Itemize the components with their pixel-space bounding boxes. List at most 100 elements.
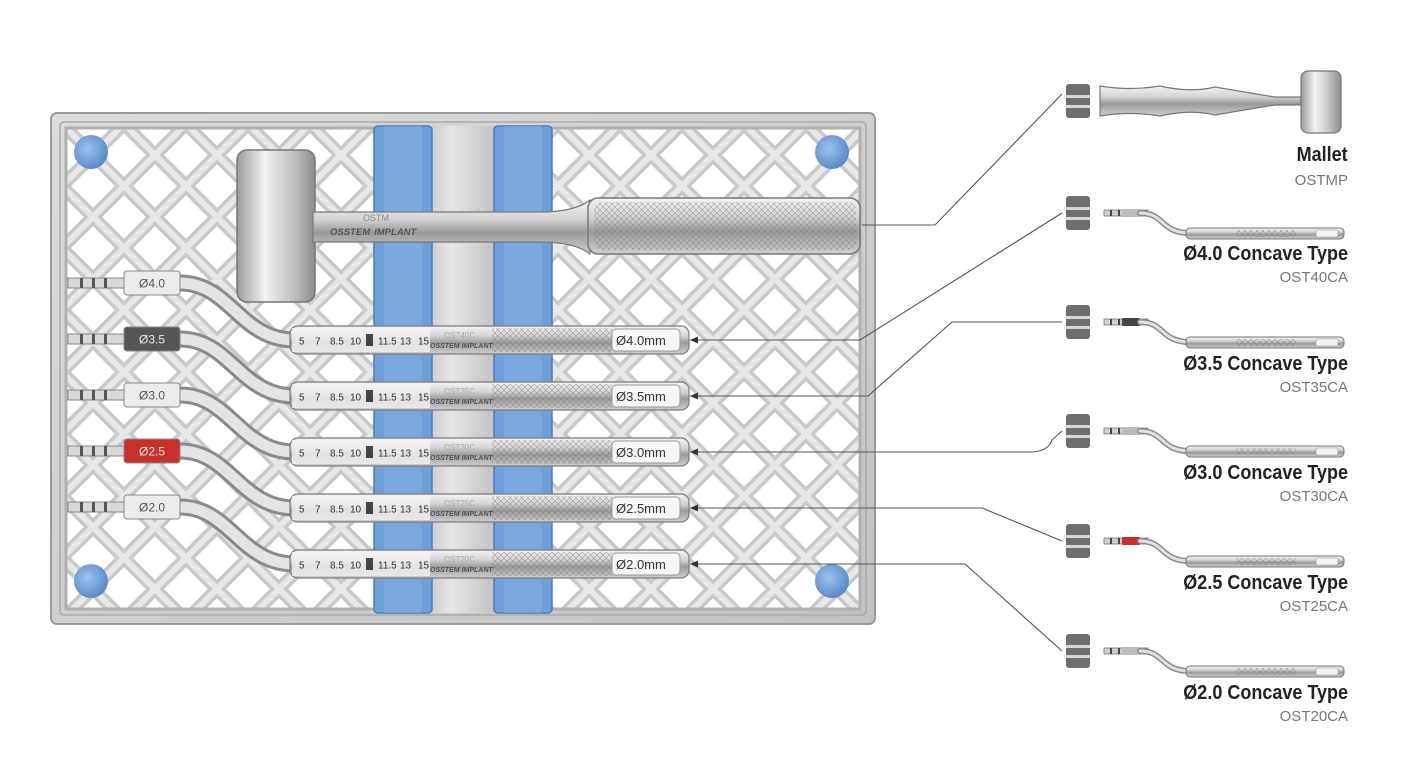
leader-line	[862, 93, 1063, 226]
leader-marker	[1066, 84, 1090, 118]
depth-mark: 13	[400, 449, 412, 460]
osteotome-icon	[1066, 196, 1345, 240]
leader-marker	[1066, 524, 1090, 558]
osteotome-icon	[1066, 305, 1345, 349]
depth-mark: 8.5	[330, 505, 344, 516]
depth-mark: 10	[350, 449, 362, 460]
legend-item-code: OST35CA	[1279, 379, 1348, 396]
leader-arrow	[690, 504, 698, 512]
tip-size-label: Ø2.0	[139, 501, 165, 515]
depth-mark: 15	[418, 561, 430, 572]
tip-color-band	[1122, 318, 1140, 326]
osteotome-icon	[1066, 524, 1345, 568]
instrument-tray	[50, 112, 876, 625]
tool-code-text: OST30C	[444, 443, 475, 452]
tip-color-band	[123, 494, 181, 520]
leader-line	[690, 430, 1063, 453]
handle-size-label: Ø2.0mm	[616, 557, 666, 572]
osteotome-icon	[1066, 414, 1345, 458]
depth-mark: 5	[299, 449, 305, 460]
tool-code-text: OST40C	[444, 331, 475, 340]
depth-mark: 13	[400, 393, 412, 404]
depth-mark: 11.5	[378, 449, 397, 460]
tip-color-band	[1122, 537, 1140, 545]
depth-mark: 8.5	[330, 393, 344, 404]
leader-lines	[690, 93, 1063, 652]
legend-item-code: OSTMP	[1294, 172, 1348, 189]
depth-mark: 11.5	[378, 393, 397, 404]
depth-mark: 15	[418, 337, 430, 348]
legend-item-name: Mallet	[1296, 144, 1348, 166]
leader-arrow	[690, 336, 698, 344]
leader-marker	[1066, 196, 1090, 230]
depth-mark: 10	[350, 337, 362, 348]
depth-mark: 7	[315, 337, 321, 348]
depth-mark: 5	[299, 337, 305, 348]
depth-mark: 5	[299, 561, 305, 572]
handle-size-label: Ø3.5mm	[616, 389, 666, 404]
tip-color-band	[1122, 427, 1140, 435]
leader-arrow	[690, 448, 698, 456]
depth-mark: 11.5	[378, 505, 397, 516]
legend-item-name: Ø3.0 Concave Type	[1183, 462, 1348, 484]
legend-item-code: OST40CA	[1279, 269, 1348, 286]
tray-corner-dot	[815, 135, 849, 169]
legend-item-name: Ø3.5 Concave Type	[1183, 353, 1348, 375]
leader-marker	[1066, 634, 1090, 668]
depth-mark: 8.5	[330, 449, 344, 460]
tip-size-label: Ø3.5	[139, 333, 165, 347]
handle-size-label: Ø3.0mm	[616, 445, 666, 460]
legend-item-code: OST20CA	[1279, 708, 1348, 725]
depth-mark: 7	[315, 393, 321, 404]
legend-item-code: OST25CA	[1279, 598, 1348, 615]
depth-mark: 7	[315, 505, 321, 516]
tip-size-label: Ø4.0	[139, 277, 165, 291]
depth-mark: 11.5	[378, 561, 397, 572]
tray-corner-dot	[74, 564, 108, 598]
depth-mark: 10	[350, 505, 362, 516]
depth-mark: 5	[299, 393, 305, 404]
depth-mark: 13	[400, 561, 412, 572]
depth-mark: 8.5	[330, 561, 344, 572]
leader-line	[690, 321, 1062, 397]
leader-arrow	[690, 560, 698, 568]
tip-color-band	[123, 270, 181, 296]
legend-item-name: Ø2.0 Concave Type	[1183, 682, 1348, 704]
depth-mark: 13	[400, 505, 412, 516]
tip-size-label: Ø2.5	[139, 445, 165, 459]
depth-mark: 8.5	[330, 337, 344, 348]
tool-code-text: OST25C	[444, 499, 475, 508]
depth-mark: 5	[299, 505, 305, 516]
legend-item-name: Ø2.5 Concave Type	[1183, 572, 1348, 594]
tip-color-band	[123, 382, 181, 408]
leader-line	[690, 563, 1063, 652]
handle-size-label: Ø2.5mm	[616, 501, 666, 516]
depth-mark: 15	[418, 393, 430, 404]
tip-color-band	[123, 438, 181, 464]
tool-code-text: OST35C	[444, 387, 475, 396]
tray-corner-dot	[74, 135, 108, 169]
depth-mark: 10	[350, 393, 362, 404]
mallet-code-text: OSTM	[363, 213, 389, 223]
depth-mark: 10	[350, 561, 362, 572]
depth-mark: 7	[315, 561, 321, 572]
legend-icons	[1066, 70, 1345, 678]
leader-line	[690, 507, 1063, 542]
leader-arrow	[690, 392, 698, 400]
leader-marker	[1066, 305, 1090, 339]
depth-mark: 15	[418, 505, 430, 516]
mallet-icon	[1066, 70, 1342, 134]
handle-size-label: Ø4.0mm	[616, 333, 666, 348]
